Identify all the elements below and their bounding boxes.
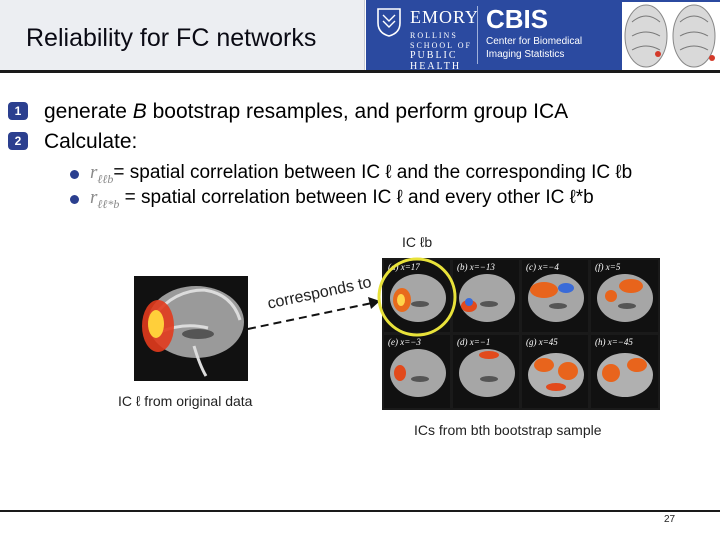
panel-label: (e) x=−3 bbox=[388, 337, 421, 347]
sub-item-text: rℓℓ*b = spatial correlation between IC ℓ… bbox=[90, 187, 594, 212]
top-label: IC ℓb bbox=[402, 234, 433, 250]
cbis-logo: CBIS bbox=[486, 4, 549, 34]
school-line: PUBLIC bbox=[410, 50, 458, 61]
logo-band: EMORY ROLLINS SCHOOL OF PUBLIC HEALTH CB… bbox=[366, 0, 720, 72]
bootstrap-panel: (c) x=−4 bbox=[522, 260, 588, 332]
cbis-subline: Imaging Statistics bbox=[486, 49, 565, 60]
panel-label: (f) x=5 bbox=[595, 262, 621, 272]
item-text: Calculate: bbox=[44, 130, 138, 153]
bullet-icon bbox=[70, 195, 79, 204]
correspondence-arrow bbox=[247, 297, 380, 330]
panel-label: (g) x=45 bbox=[526, 337, 558, 347]
bootstrap-panel: (d) x=−1 bbox=[453, 335, 519, 408]
brain-sagittal-icon bbox=[528, 274, 584, 322]
brain-sagittal-icon bbox=[390, 349, 446, 397]
item-text: generate B bootstrap resamples, and perf… bbox=[44, 100, 568, 124]
sub-item-desc: = spatial correlation between IC ℓ and t… bbox=[113, 162, 633, 183]
symbol-subscript: ℓℓ*b bbox=[97, 196, 120, 211]
item-text-part: generate bbox=[44, 100, 133, 123]
bootstrap-panel: (a) x=17 bbox=[384, 260, 450, 332]
panel-label: (b) x=−13 bbox=[457, 262, 495, 272]
sub-item-text: rℓℓb= spatial correlation between IC ℓ a… bbox=[90, 162, 632, 187]
number-badge: 1 bbox=[8, 102, 28, 120]
symbol-base: r bbox=[90, 162, 98, 183]
brain-sagittal-icon bbox=[390, 274, 446, 322]
footer-rule bbox=[0, 510, 720, 512]
bullet-icon bbox=[70, 170, 79, 179]
brain-lateral-icon bbox=[528, 353, 584, 397]
brain-sagittal-icon bbox=[597, 274, 653, 322]
symbol: rℓℓ*b bbox=[90, 187, 120, 211]
brain-sagittal-icon bbox=[459, 349, 515, 397]
panel-label: (h) x=−45 bbox=[595, 337, 633, 347]
emory-name: EMORY bbox=[410, 7, 480, 27]
number-badge: 2 bbox=[8, 132, 28, 150]
brain-sagittal-icon bbox=[142, 286, 244, 377]
brain-lateral-icon bbox=[597, 353, 653, 397]
left-caption: IC ℓ from original data bbox=[118, 393, 253, 409]
item-text-part: bootstrap resamples, and perform group I… bbox=[146, 100, 569, 123]
brain-sagittal-icon bbox=[459, 274, 515, 322]
header: Reliability for FC networks EMORY ROLLIN… bbox=[0, 0, 720, 73]
bootstrap-grid: (a) x=17 (b) x=−13 (c) x=−4 (f) x=5 (e) … bbox=[382, 258, 660, 410]
title-box: Reliability for FC networks bbox=[0, 0, 365, 70]
slide-title: Reliability for FC networks bbox=[26, 24, 317, 52]
bootstrap-panel: (f) x=5 bbox=[591, 260, 658, 332]
school-line: HEALTH bbox=[410, 61, 462, 72]
original-ic-image bbox=[134, 276, 248, 381]
brain-slices-icon bbox=[624, 4, 716, 68]
bootstrap-panel: (h) x=−45 bbox=[591, 335, 658, 408]
bootstrap-panel: (e) x=−3 bbox=[384, 335, 450, 408]
sub-item-desc: = spatial correlation between IC ℓ and e… bbox=[119, 187, 594, 208]
cbis-subline: Center for Biomedical bbox=[486, 36, 583, 47]
header-brain-images bbox=[622, 2, 720, 70]
bootstrap-panel: (g) x=45 bbox=[522, 335, 588, 408]
emory-shield-icon bbox=[377, 8, 401, 37]
emory-logo: EMORY ROLLINS SCHOOL OF PUBLIC HEALTH bbox=[376, 5, 480, 72]
panel-label: (c) x=−4 bbox=[526, 262, 559, 272]
bottom-caption: ICs from bth bootstrap sample bbox=[414, 422, 602, 438]
symbol: rℓℓb bbox=[90, 162, 114, 186]
item-emph: B bbox=[132, 100, 147, 123]
highlight-circle bbox=[377, 257, 457, 337]
symbol-subscript: ℓℓb bbox=[97, 171, 114, 186]
header-rule bbox=[0, 70, 720, 73]
page-number: 27 bbox=[664, 514, 676, 525]
logo-divider bbox=[477, 6, 478, 64]
school-line: ROLLINS bbox=[410, 31, 458, 40]
bootstrap-panel: (b) x=−13 bbox=[453, 260, 519, 332]
school-line: SCHOOL OF bbox=[410, 41, 472, 50]
panel-label: (d) x=−1 bbox=[457, 337, 491, 347]
panel-label: (a) x=17 bbox=[388, 262, 420, 272]
symbol-base: r bbox=[90, 187, 98, 208]
